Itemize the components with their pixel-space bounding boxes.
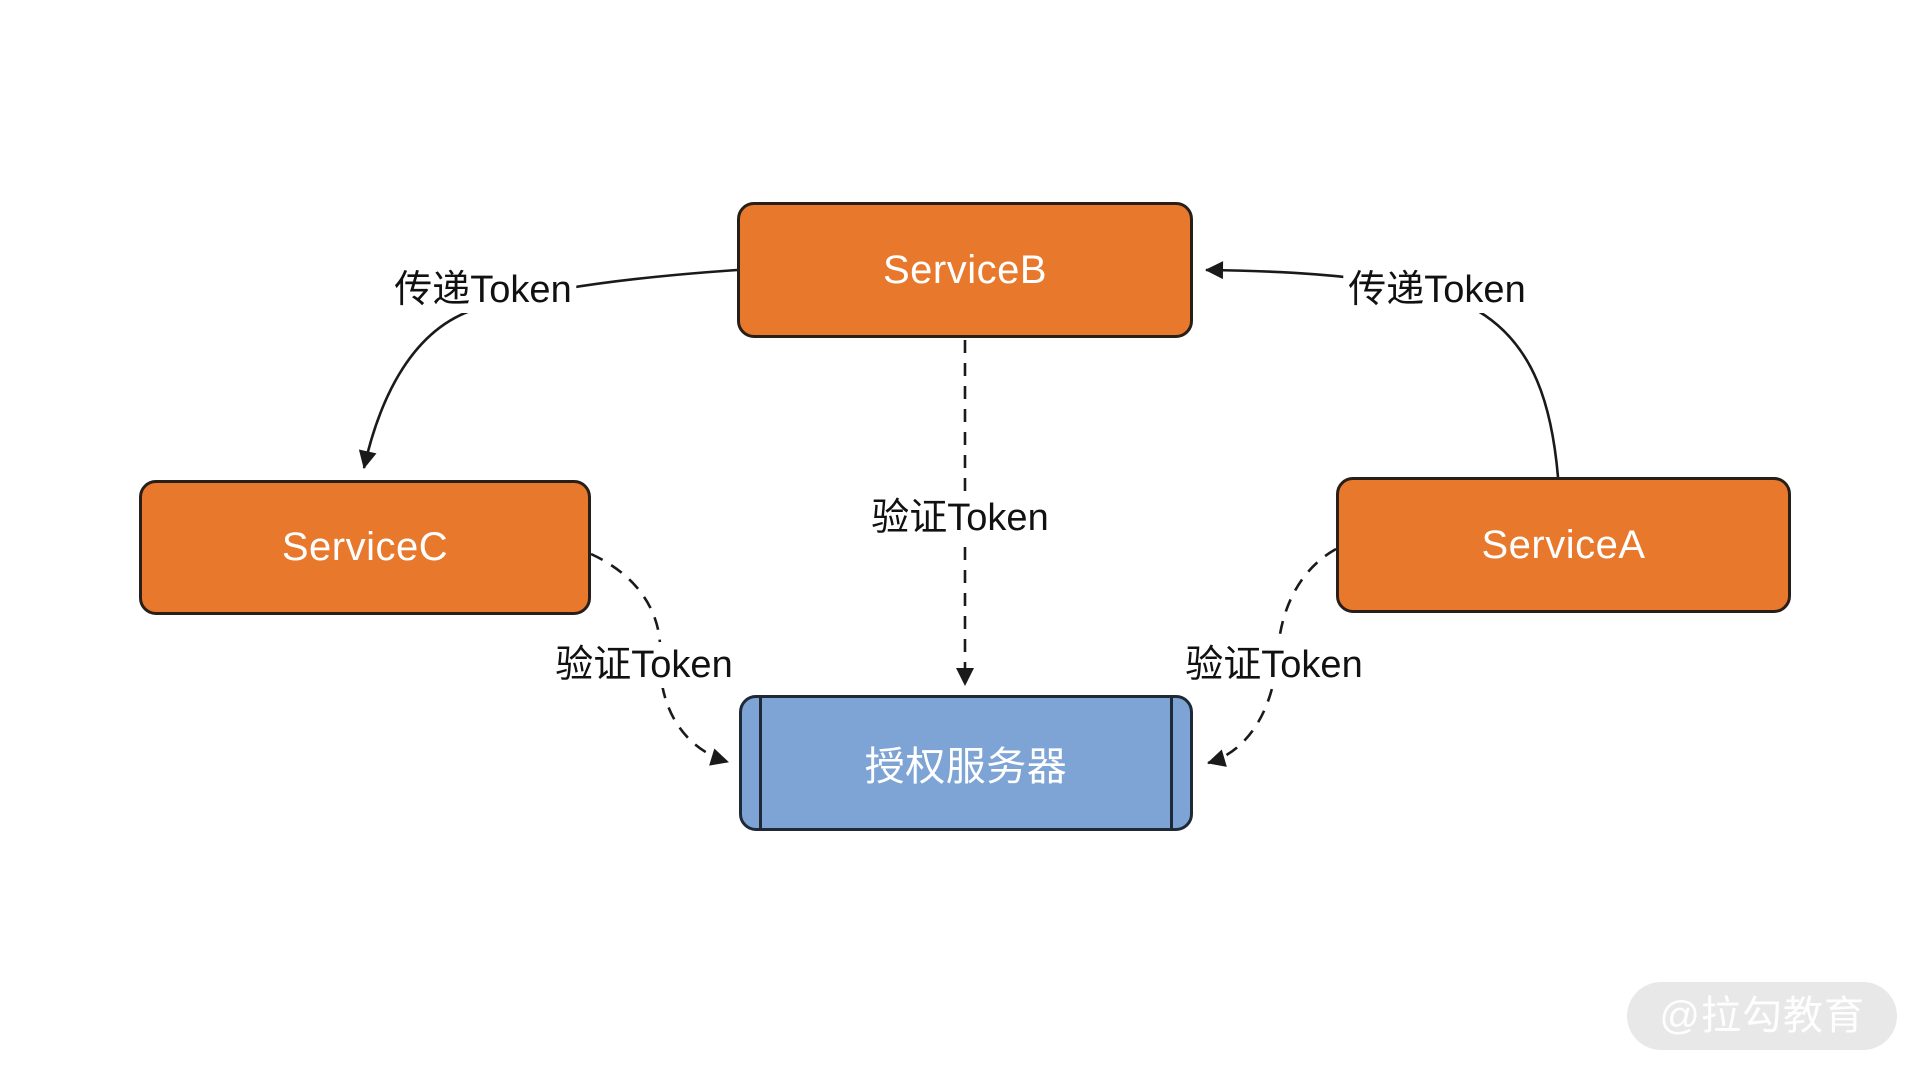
watermark-badge: @拉勾教育 (1627, 982, 1897, 1050)
node-servicec-label: ServiceC (281, 525, 449, 569)
node-auth-server-label: 授权服务器 (864, 745, 1068, 789)
auth-box-inner-line-right (1170, 698, 1173, 828)
edge-label-pass-token-right: 传递Token (1343, 267, 1531, 313)
edge-servicec-to-authserver (590, 552, 729, 766)
node-serviceb-label: ServiceB (882, 247, 1048, 292)
edge-label-verify-token-right: 验证Token (1180, 642, 1368, 688)
node-servicec: ServiceC (139, 480, 591, 615)
auth-box-inner-line-left (759, 698, 762, 828)
node-servicea: ServiceA (1336, 477, 1791, 613)
edge-label-verify-token-center: 验证Token (866, 495, 1054, 541)
edge-label-verify-token-left: 验证Token (550, 642, 738, 688)
node-serviceb: ServiceB (737, 202, 1193, 338)
node-auth-server: 授权服务器 (739, 695, 1193, 831)
edge-label-pass-token-left: 传递Token (389, 267, 577, 313)
node-servicea-label: ServiceA (1481, 522, 1646, 567)
